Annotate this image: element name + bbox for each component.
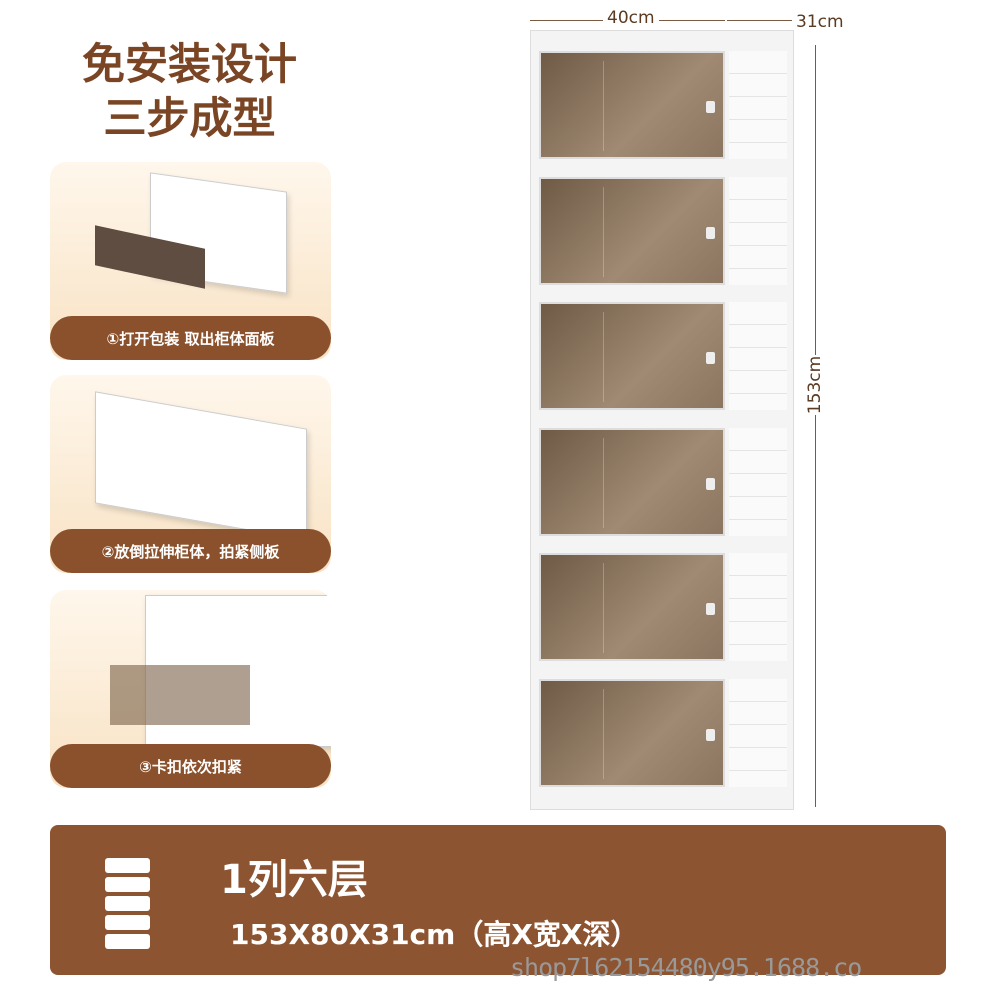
- tier-icon: [105, 915, 150, 930]
- knob-icon: [706, 603, 715, 615]
- height-label: 153cm: [805, 355, 825, 415]
- step-1-card: ①打开包装 取出柜体面板: [50, 162, 331, 360]
- drawer: [537, 296, 787, 416]
- depth-dimension-line: [727, 20, 792, 21]
- height-dimension-line: [815, 45, 816, 807]
- knob-icon: [706, 729, 715, 741]
- six-tier-cabinet: [530, 30, 794, 810]
- product-spec-banner: 1列六层 153X80X31cm（高X宽X深）: [50, 825, 946, 975]
- knob-icon: [706, 478, 715, 490]
- tier-icon: [105, 896, 150, 911]
- drawer: [537, 171, 787, 291]
- drawer: [537, 45, 787, 165]
- step-1-label: ①打开包装 取出柜体面板: [50, 316, 331, 360]
- headline-line-1: 免安装设计: [82, 40, 297, 90]
- knob-icon: [706, 227, 715, 239]
- width-label: 40cm: [603, 8, 659, 28]
- drawer: [537, 673, 787, 793]
- step-3-label: ③卡扣依次扣紧: [50, 744, 331, 788]
- tier-icon: [105, 934, 150, 949]
- tier-icon: [105, 858, 150, 873]
- tier-icon: [105, 877, 150, 892]
- drawer: [537, 547, 787, 667]
- product-size: 153X80X31cm（高X宽X深）: [230, 918, 639, 951]
- headline-line-2: 三步成型: [103, 94, 276, 144]
- knob-icon: [706, 101, 715, 113]
- step-2-card: ②放倒拉伸柜体，拍紧侧板: [50, 375, 331, 573]
- unfolded-cabinet-illustration: [95, 391, 307, 541]
- depth-label: 31cm: [796, 12, 844, 32]
- door-illustration: [110, 665, 250, 725]
- watermark: shop7l62154480y95.1688.co: [510, 953, 862, 982]
- knob-icon: [706, 352, 715, 364]
- step-3-card: ③卡扣依次扣紧: [50, 590, 331, 788]
- product-name: 1列六层: [220, 857, 368, 903]
- step-2-label: ②放倒拉伸柜体，拍紧侧板: [50, 529, 331, 573]
- drawer: [537, 422, 787, 542]
- headline: 免安装设计 三步成型: [62, 38, 317, 146]
